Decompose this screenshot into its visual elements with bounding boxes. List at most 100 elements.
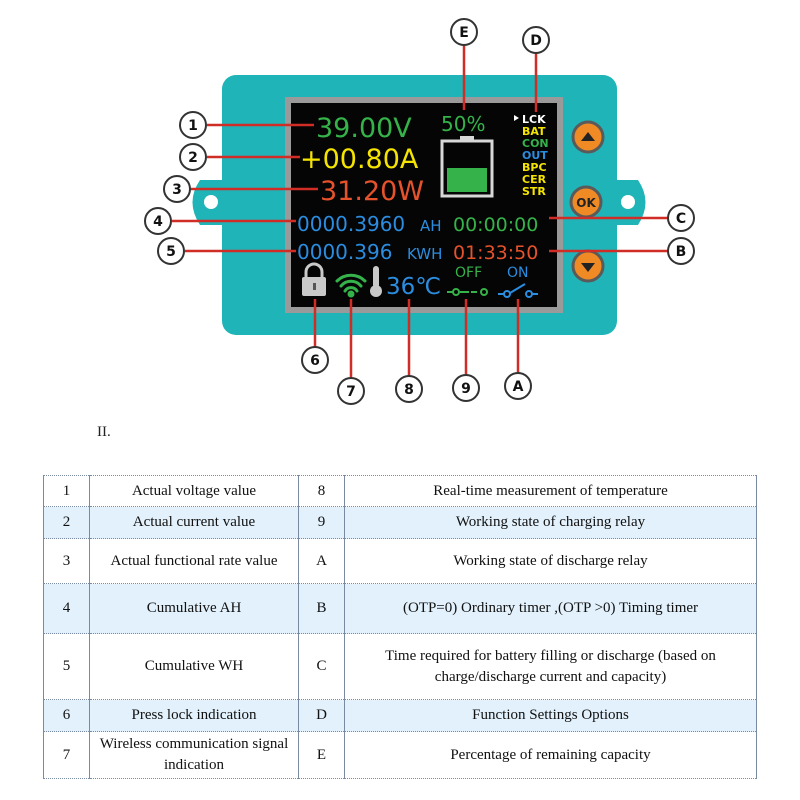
legend-description: Wireless communication signal indication <box>89 731 299 779</box>
legend-key: A <box>298 538 345 584</box>
up-button[interactable] <box>571 120 605 154</box>
callout-label-4: 4 <box>153 214 163 230</box>
menu-item-con: CON <box>522 137 549 150</box>
callout-lines <box>172 44 668 378</box>
battery-percent: 50% <box>441 112 485 136</box>
callout-label-d: D <box>530 33 542 49</box>
ah-unit: AH <box>420 217 442 235</box>
callout-label-7: 7 <box>346 384 356 400</box>
device-diagram: 39.00V +00.80A 31.20W 0000.3960 AH 0000.… <box>144 18 695 405</box>
callout-circle-9 <box>452 374 480 402</box>
legend-number: 5 <box>43 633 90 700</box>
down-arrow-icon <box>581 263 595 272</box>
menu-item-cer: CER <box>522 173 547 186</box>
callout-circle-7 <box>337 377 365 405</box>
wifi-icon <box>335 273 367 298</box>
menu-selector-icon <box>514 115 519 121</box>
legend-key: E <box>298 731 345 779</box>
legend-key: D <box>298 699 345 732</box>
legend-description: Actual current value <box>89 506 299 539</box>
callout-circle-d <box>522 26 550 54</box>
callout-circle-6 <box>301 346 329 374</box>
discharge-relay-state: ON <box>507 265 529 281</box>
legend-number: 7 <box>43 731 90 779</box>
legend-meaning: (OTP=0) Ordinary timer ,(OTP >0) Timing … <box>344 583 757 634</box>
energy-reading: 0000.396 <box>297 240 392 264</box>
current-reading: +00.80A <box>300 144 419 175</box>
ok-button[interactable]: OK <box>569 185 603 219</box>
legend-number: 1 <box>43 475 90 507</box>
thermometer-icon <box>370 266 382 297</box>
callout-label-9: 9 <box>461 381 471 397</box>
legend-number: 2 <box>43 506 90 539</box>
charge-relay-switch-icon <box>447 288 488 296</box>
callout-circle-c <box>667 204 695 232</box>
callout-circle-5 <box>157 237 185 265</box>
charge-relay-state: OFF <box>455 265 482 281</box>
callout-label-8: 8 <box>404 382 414 398</box>
legend-description: Actual voltage value <box>89 475 299 507</box>
callout-label-6: 6 <box>310 353 320 369</box>
temperature-reading: 36℃ <box>386 274 441 300</box>
legend-key: 8 <box>298 475 345 507</box>
up-arrow-icon <box>581 132 595 141</box>
callout-label-3: 3 <box>172 182 182 198</box>
callout-label-c: C <box>676 211 686 227</box>
legend-description: Cumulative WH <box>89 633 299 700</box>
voltage-reading: 39.00V <box>316 113 412 144</box>
ah-reading: 0000.3960 <box>297 212 405 236</box>
menu-item-bat: BAT <box>522 125 546 138</box>
callout-circle-8 <box>395 375 423 403</box>
callout-circle-b <box>667 237 695 265</box>
legend-meaning: Working state of charging relay <box>344 506 757 539</box>
power-reading: 31.20W <box>320 176 424 207</box>
legend-description: Actual functional rate value <box>89 538 299 584</box>
callout-circle-a <box>504 372 532 400</box>
lock-icon <box>302 262 326 296</box>
legend-description: Press lock indication <box>89 699 299 732</box>
battery-icon <box>440 136 494 198</box>
callout-circle-1 <box>179 111 207 139</box>
legend-meaning: Real-time measurement of temperature <box>344 475 757 507</box>
callout-circle-4 <box>144 207 172 235</box>
callout-label-e: E <box>459 25 469 41</box>
legend-key: 9 <box>298 506 345 539</box>
legend-number: 4 <box>43 583 90 634</box>
timer-b-reading: 01:33:50 <box>453 242 538 264</box>
timer-c-reading: 00:00:00 <box>453 214 538 236</box>
legend-number: 3 <box>43 538 90 584</box>
callout-label-a: A <box>513 379 524 395</box>
menu-item-lck: LCK <box>522 113 546 126</box>
legend-meaning: Working state of discharge relay <box>344 538 757 584</box>
legend-description: Cumulative AH <box>89 583 299 634</box>
callout-circle-2 <box>179 143 207 171</box>
callout-label-b: B <box>676 244 687 260</box>
down-button[interactable] <box>571 249 605 283</box>
menu-item-bpc: BPC <box>522 161 547 174</box>
lcd-screen <box>285 97 563 313</box>
callout-label-1: 1 <box>188 118 198 134</box>
legend-meaning: Time required for battery filling or dis… <box>344 633 757 700</box>
ok-button-label: OK <box>576 196 596 210</box>
callout-label-2: 2 <box>188 150 198 166</box>
energy-unit: KWH <box>407 245 442 263</box>
section-label: II. <box>97 424 111 440</box>
callout-label-5: 5 <box>166 244 176 260</box>
callout-circle-3 <box>163 175 191 203</box>
menu-item-str: STR <box>522 185 546 198</box>
callout-circle-e <box>450 18 478 46</box>
menu-item-out: OUT <box>522 149 548 162</box>
legend-meaning: Percentage of remaining capacity <box>344 731 757 779</box>
legend-meaning: Function Settings Options <box>344 699 757 732</box>
legend-key: C <box>298 633 345 700</box>
